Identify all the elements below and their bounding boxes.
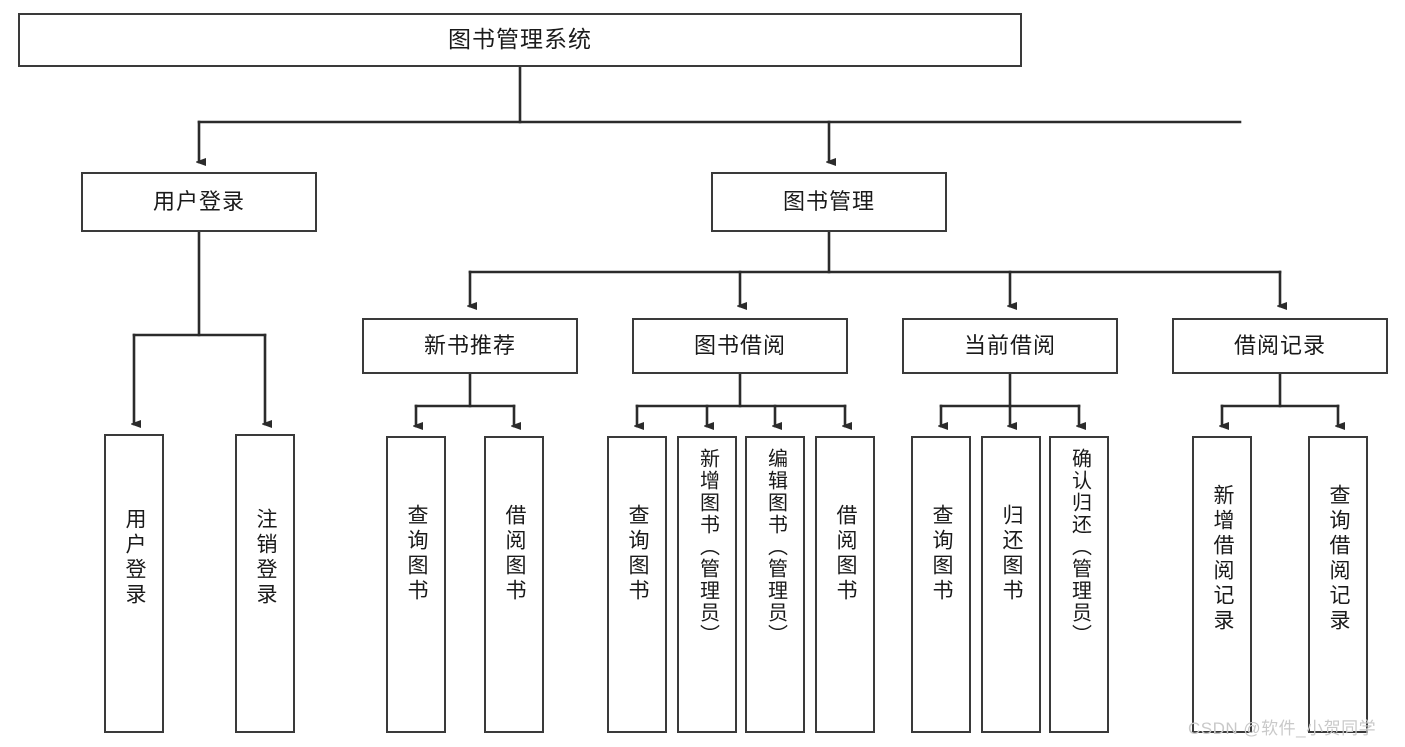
leaf-query-borrow-record[interactable]: 查询借阅记录 (1308, 436, 1368, 733)
node-label: 借阅记录 (1233, 332, 1326, 358)
csdn-watermark: CSDN @软件_小贺同学 (1188, 719, 1377, 738)
node-label: 图书借阅 (693, 332, 786, 358)
leaf-add-borrow-record[interactable]: 新增借阅记录 (1192, 436, 1252, 733)
leaf-label: 用户登录 (123, 508, 147, 608)
node-label: 用户登录 (152, 188, 245, 214)
node-new-book-recommend[interactable]: 新书推荐 (362, 318, 578, 374)
node-label: 图书管理系统 (448, 26, 592, 53)
leaf-label: 查询图书 (626, 504, 650, 604)
leaf-label: 借阅图书 (834, 504, 858, 604)
leaf-label: 新增借阅记录 (1211, 484, 1235, 634)
node-label: 新书推荐 (423, 332, 516, 358)
leaf-query-book-borrow[interactable]: 查询图书 (607, 436, 667, 733)
leaf-borrow-book-borrow[interactable]: 借阅图书 (815, 436, 875, 733)
leaf-label: 查询图书 (405, 504, 429, 604)
leaf-return-book[interactable]: 归还图书 (981, 436, 1041, 733)
leaf-user-login[interactable]: 用户登录 (104, 434, 164, 733)
leaf-label: 确认归还（管理员） (1068, 448, 1091, 646)
node-current-borrow[interactable]: 当前借阅 (902, 318, 1118, 374)
leaf-label: 编辑图书（管理员） (764, 448, 787, 646)
leaf-label: 查询图书 (930, 504, 954, 604)
node-book-management[interactable]: 图书管理 (711, 172, 947, 232)
leaf-add-book-admin[interactable]: 新增图书（管理员） (677, 436, 737, 733)
node-book-borrow[interactable]: 图书借阅 (632, 318, 848, 374)
leaf-label: 注销登录 (254, 508, 278, 608)
node-borrow-record[interactable]: 借阅记录 (1172, 318, 1388, 374)
node-user-login[interactable]: 用户登录 (81, 172, 317, 232)
leaf-confirm-return-admin[interactable]: 确认归还（管理员） (1049, 436, 1109, 733)
leaf-logout-login[interactable]: 注销登录 (235, 434, 295, 733)
leaf-label: 新增图书（管理员） (696, 448, 719, 646)
node-root-book-management-system[interactable]: 图书管理系统 (18, 13, 1022, 67)
leaf-borrow-book-recommend[interactable]: 借阅图书 (484, 436, 544, 733)
leaf-label: 查询借阅记录 (1327, 484, 1351, 634)
leaf-edit-book-admin[interactable]: 编辑图书（管理员） (745, 436, 805, 733)
leaf-query-book-recommend[interactable]: 查询图书 (386, 436, 446, 733)
leaf-label: 借阅图书 (503, 504, 527, 604)
node-label: 图书管理 (782, 188, 875, 214)
leaf-label: 归还图书 (1000, 504, 1024, 604)
node-label: 当前借阅 (963, 332, 1056, 358)
leaf-query-book-current[interactable]: 查询图书 (911, 436, 971, 733)
